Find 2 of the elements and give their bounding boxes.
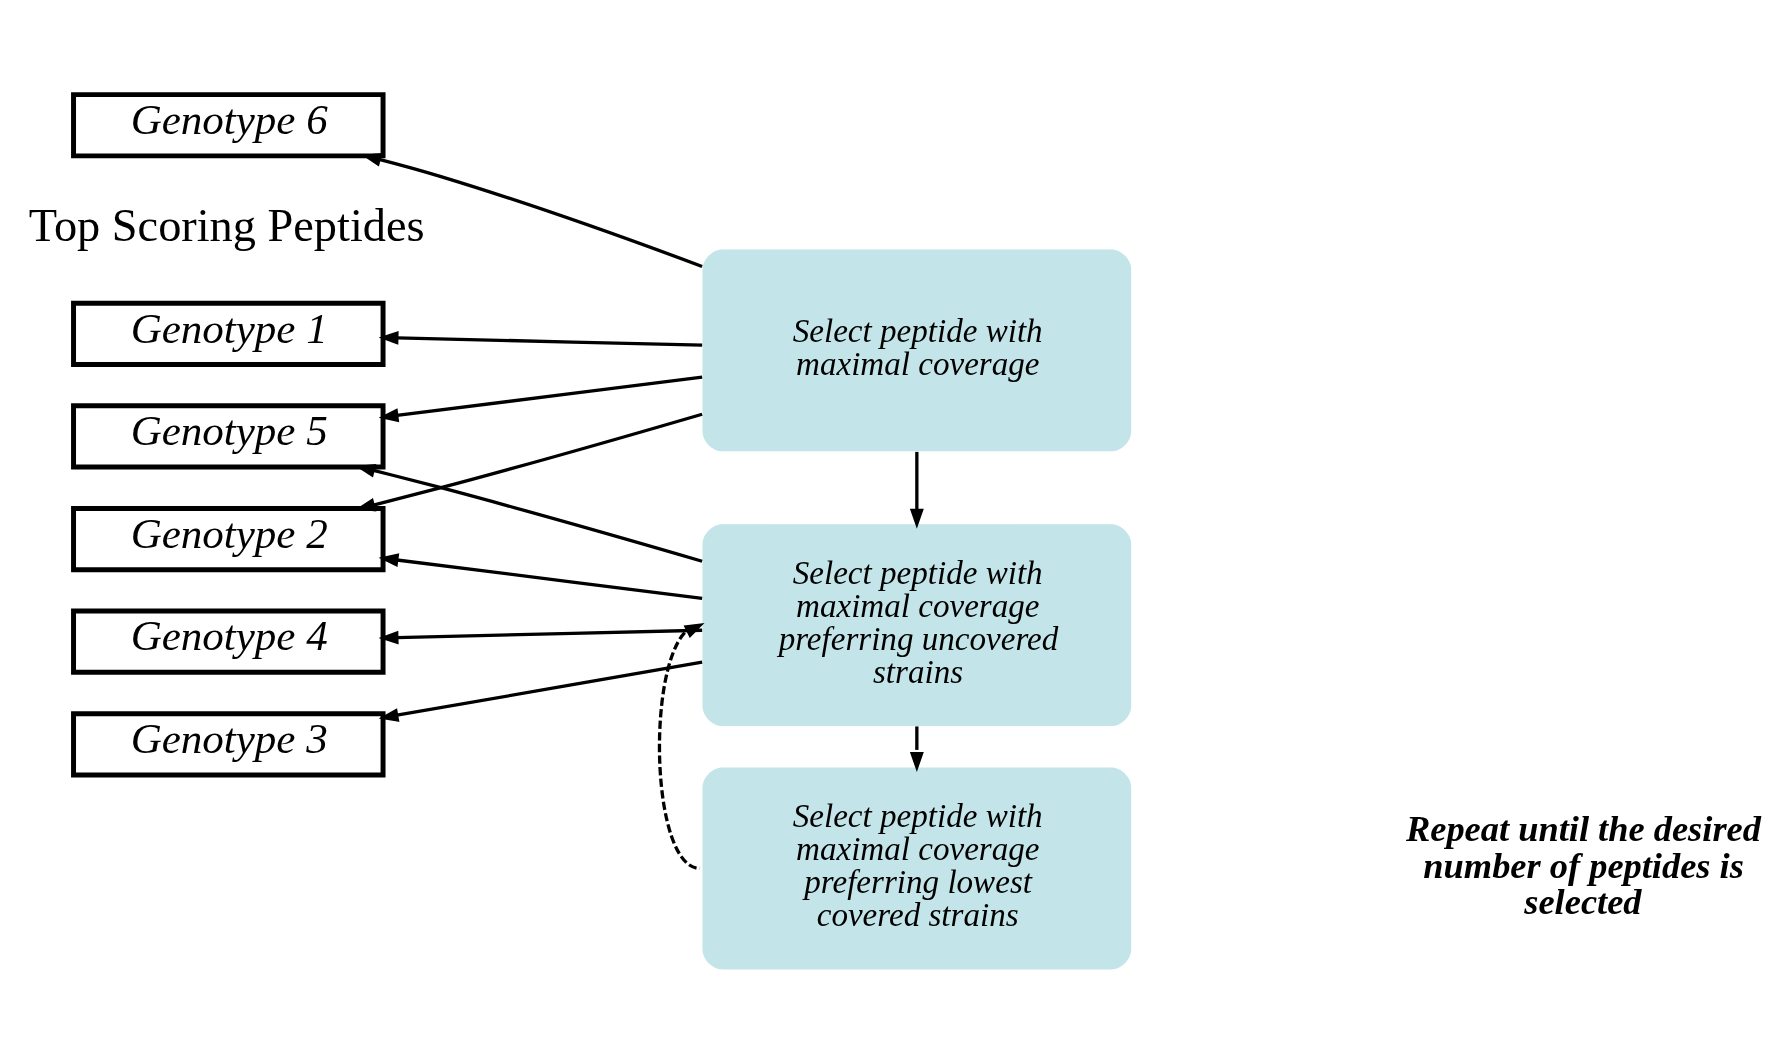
label: Repeat until the desired number of peptides is selected (1405, 809, 1761, 923)
label: Top Scoring Peptides (28, 199, 425, 251)
